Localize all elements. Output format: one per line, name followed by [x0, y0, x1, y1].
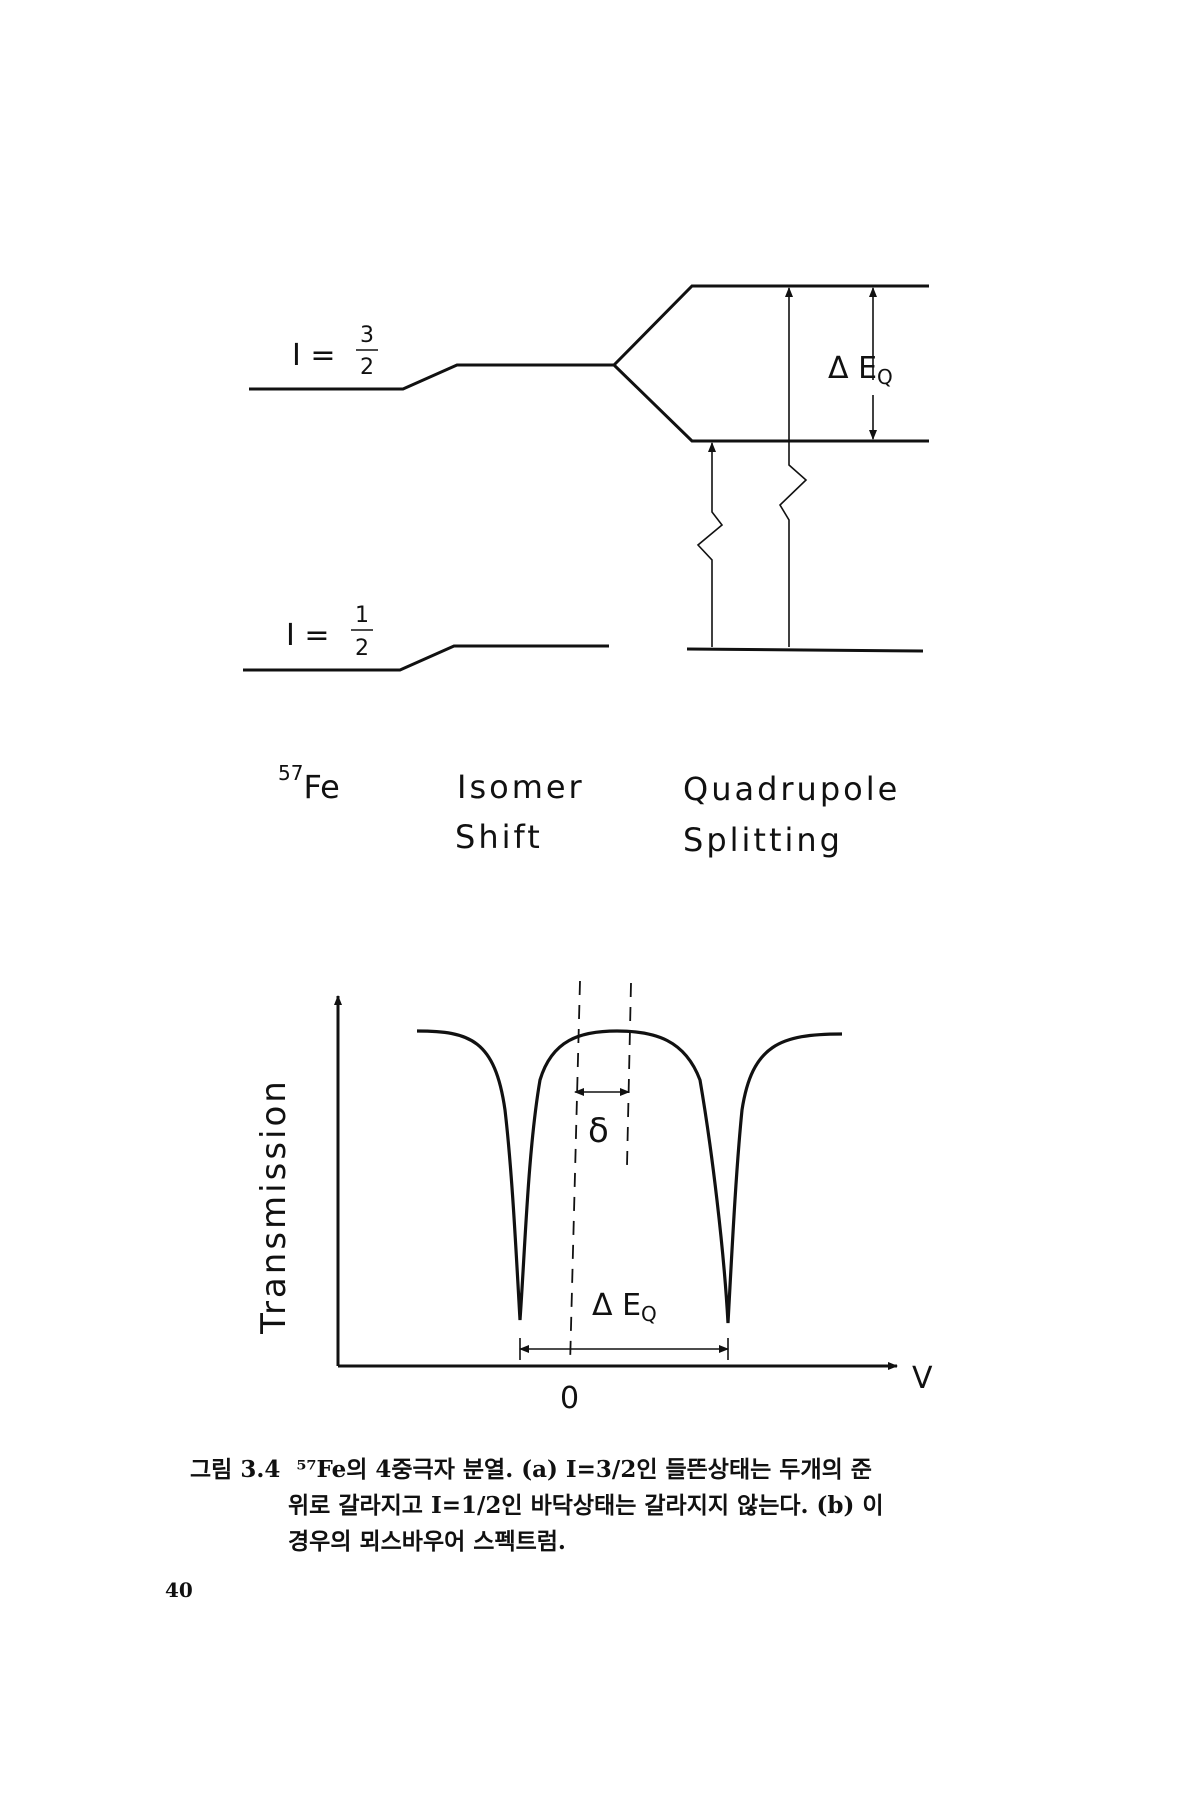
split-lower-level: [612, 363, 929, 443]
ground-spin-label: I = 1 2: [286, 603, 373, 661]
caption-line-1: ⁵⁷Fe의 4중극자 분열. (a) I=3/2인 들뜬상태는 두개의 준: [296, 1456, 872, 1483]
spectrum-curve: [416, 1029, 843, 1324]
svg-text:2: 2: [355, 636, 369, 661]
svg-text:I =: I =: [292, 338, 336, 373]
zero-dashed-line: [569, 980, 581, 1367]
excited-spin-label: I = 3 2: [292, 323, 378, 380]
delta-eq-spectrum-label: Δ EQ: [592, 1288, 657, 1326]
delta-eq-label: Δ EQ: [828, 351, 893, 389]
shift-dashed-line: [626, 982, 632, 1167]
isomer-shift-label-line1: Isomer: [457, 768, 585, 806]
svg-text:2: 2: [360, 355, 374, 380]
isotope-label: 57Fe: [278, 761, 340, 806]
svg-text:3: 3: [360, 323, 374, 348]
excited-level: [249, 363, 614, 391]
delta-label: δ: [588, 1111, 609, 1151]
energy-level-diagram: [243, 284, 929, 672]
caption-line-3: 경우의 뫼스바우어 스펙트럼.: [288, 1528, 566, 1555]
figure-caption: 그림 3.4 ⁵⁷Fe의 4중극자 분열. (a) I=3/2인 들뜬상태는 두…: [190, 1452, 990, 1560]
svg-text:1: 1: [355, 603, 369, 628]
figure-number: 그림 3.4: [190, 1456, 281, 1483]
zero-tick-label: 0: [560, 1381, 579, 1416]
transition-arrow-1: [696, 442, 724, 647]
quadrupole-label-line2: Splitting: [683, 821, 843, 859]
ground-level-split-column: [686, 647, 924, 653]
quadrupole-label-line1: Quadrupole: [683, 770, 900, 808]
mossbauer-spectrum: δ Δ EQ V 0 Transmission: [254, 980, 933, 1416]
page-number: 40: [165, 1578, 193, 1602]
split-upper-level: [612, 284, 929, 367]
caption-line-2: 위로 갈라지고 I=1/2인 바닥상태는 갈라지지 않는다. (b) 이: [288, 1492, 884, 1519]
isomer-shift-label-line2: Shift: [455, 818, 543, 856]
transition-arrow-2: [778, 287, 808, 647]
y-axis-label: Transmission: [254, 1078, 294, 1335]
ground-level: [243, 644, 609, 672]
x-axis-label: V: [912, 1361, 933, 1396]
svg-text:I =: I =: [286, 618, 330, 653]
